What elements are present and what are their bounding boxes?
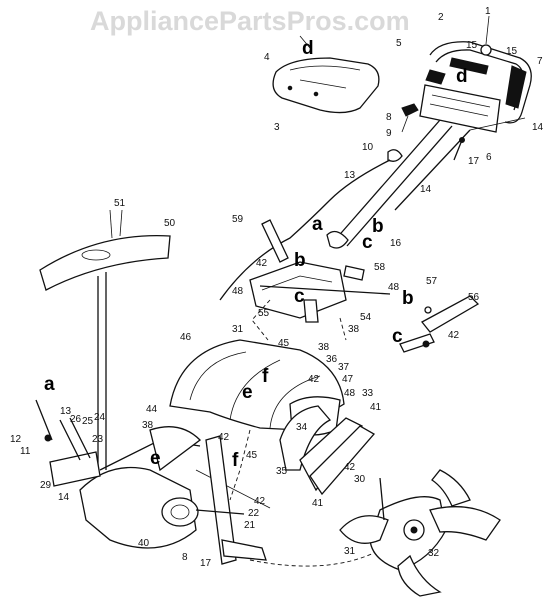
callout-32: 32	[428, 548, 440, 559]
callout-24: 22	[248, 508, 260, 519]
control-cable	[219, 159, 391, 301]
callout-6: 6	[486, 152, 492, 163]
callout-55: 55	[258, 308, 270, 319]
callout-51: 50	[164, 218, 176, 229]
callout-29: 29	[40, 480, 52, 491]
side-shields	[279, 405, 376, 496]
engine-cover	[272, 35, 380, 114]
callout-43b: 42	[448, 330, 460, 341]
callout-11: 11	[20, 446, 31, 457]
callout-46: 45	[278, 338, 290, 349]
callout-8: 8	[386, 112, 392, 123]
callout-52: 51	[114, 198, 126, 209]
callout-40: 40	[138, 538, 150, 549]
callout-31b: 31	[344, 546, 356, 557]
rear-shield	[39, 209, 171, 470]
watermark: AppliancePartsPros.com	[90, 6, 410, 36]
callout-2: 2	[438, 12, 444, 23]
callout-8b: 8	[182, 552, 188, 563]
callout-30: 30	[354, 474, 366, 485]
letter-b-depthbar: b	[402, 288, 414, 309]
letter-f-shield: f	[262, 366, 269, 387]
letter-b-handle: b	[372, 216, 384, 237]
callout-7: 7	[537, 56, 543, 67]
callout-10: 10	[362, 142, 374, 153]
callout-25: 23	[92, 434, 104, 445]
callout-23: 17	[200, 558, 212, 569]
callout-5: 5	[396, 38, 402, 49]
callout-57: 57	[426, 276, 438, 287]
callout-numbers: 1 2 15 15 7 5 4 3 8 9 10 6 14 17 14 13 1…	[10, 6, 544, 569]
callout-45: 45	[246, 450, 258, 461]
letter-c-handle: c	[362, 232, 373, 253]
callout-59: 59	[232, 214, 244, 225]
callout-22: 21	[244, 520, 256, 531]
letter-keys: d d a b c b c b c f e a e f	[44, 38, 468, 471]
callout-36: 36	[326, 354, 338, 365]
callout-39: 38	[348, 324, 360, 335]
callout-15b: 14	[420, 184, 432, 195]
callout-48: 47	[342, 374, 354, 385]
letter-a-bracket: a	[44, 374, 55, 395]
callout-44: 44	[146, 404, 158, 415]
callout-43a: 42	[256, 258, 268, 269]
callout-12: 12	[10, 434, 22, 445]
callout-37: 37	[338, 362, 350, 373]
callout-17: 16	[390, 238, 402, 249]
callout-38a: 38	[318, 342, 330, 353]
callout-34: 34	[296, 422, 308, 433]
callout-4: 4	[264, 52, 270, 63]
letter-d-top: d	[302, 38, 314, 59]
letter-f-dragbar: f	[232, 450, 239, 471]
callout-27: 25	[82, 416, 94, 427]
shift-bracket	[249, 219, 391, 323]
callout-1: 1	[485, 6, 491, 17]
callout-28: 26	[70, 414, 82, 425]
callout-9: 9	[386, 128, 392, 139]
callout-41a: 41	[370, 402, 382, 413]
letter-c-depthbar: c	[392, 326, 403, 347]
callout-16b: 15	[506, 46, 518, 57]
callout-54: 54	[360, 312, 372, 323]
callout-3: 3	[274, 122, 280, 133]
callout-26: 24	[94, 412, 106, 423]
callout-21: 17	[468, 156, 480, 167]
letter-e-transmission: e	[150, 448, 161, 469]
callout-50a: 48	[232, 286, 244, 297]
callout-43d: 42	[254, 496, 266, 507]
letter-d-handle: d	[456, 66, 468, 87]
letter-b-bracket: b	[294, 250, 306, 271]
drag-bar	[195, 435, 381, 567]
callout-47: 46	[180, 332, 192, 343]
callout-16a: 15	[466, 40, 478, 51]
callout-38b: 38	[142, 420, 154, 431]
handle-assembly	[326, 15, 532, 249]
callout-35: 35	[276, 466, 288, 477]
callout-33: 33	[362, 388, 374, 399]
letter-c-bracket: c	[294, 286, 305, 307]
callout-15a: 14	[532, 122, 544, 133]
callout-58: 58	[374, 262, 386, 273]
letter-a-handle: a	[312, 214, 323, 235]
tine-assembly	[339, 469, 501, 597]
callout-49: 48	[344, 388, 356, 399]
callout-50b: 48	[388, 282, 400, 293]
callout-42b: 42	[344, 462, 356, 473]
callout-43c: 42	[218, 432, 230, 443]
callout-41b: 41	[312, 498, 324, 509]
callout-56: 56	[468, 292, 480, 303]
transmission	[79, 426, 271, 549]
callout-14: 14	[58, 492, 70, 503]
callout-31a: 31	[232, 324, 244, 335]
callout-13a: 13	[344, 170, 356, 181]
side-bracket	[35, 399, 101, 487]
depth-bar	[399, 295, 480, 353]
callout-13b: 13	[60, 406, 72, 417]
callout-42a: 42	[308, 374, 320, 385]
letter-e-shield: e	[242, 382, 253, 403]
